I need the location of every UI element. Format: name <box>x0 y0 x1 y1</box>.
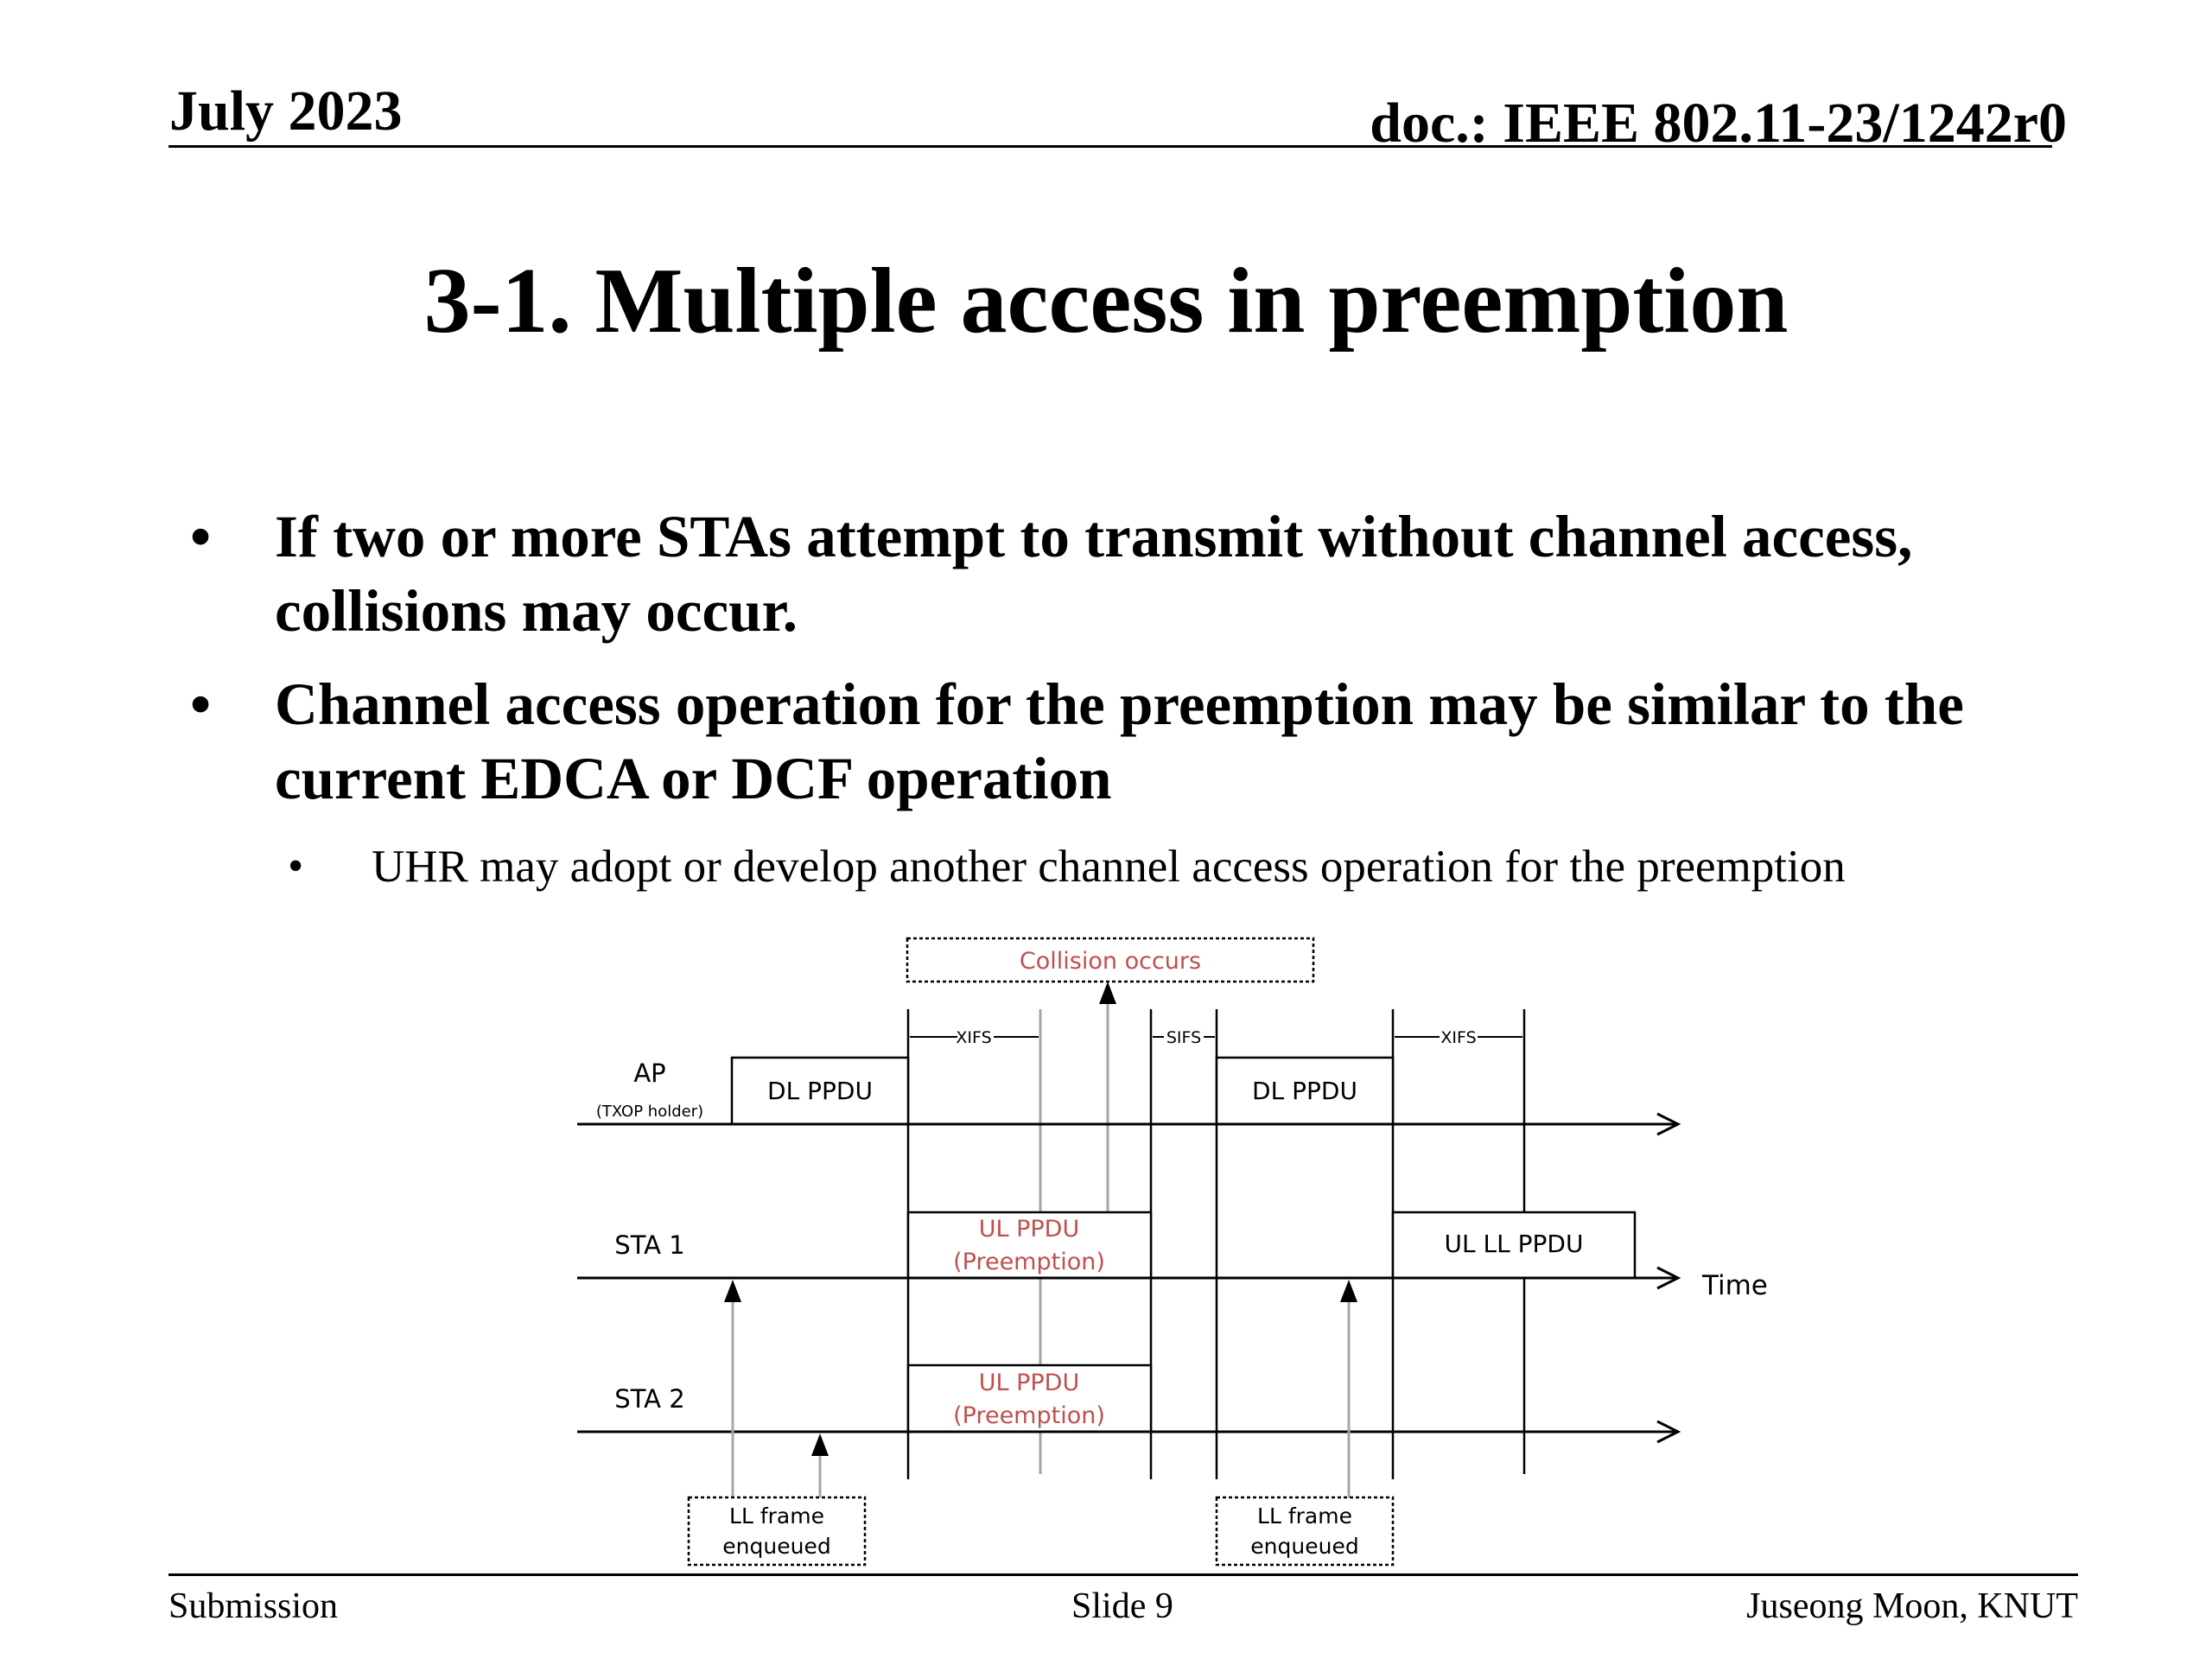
ul-ppdu-sta2-label: UL PPDU <box>979 1370 1080 1396</box>
xifs-label: XIFS <box>956 1028 991 1047</box>
slide-title: 3-1. Multiple access in preemption <box>423 250 1789 353</box>
ll-frame-sublabel: enqueued <box>1250 1534 1358 1559</box>
ap-label: AP <box>633 1058 665 1088</box>
sub-bullet-marker: • <box>288 842 304 891</box>
header-doc-id: doc.: IEEE 802.11-23/1242r0 <box>1370 92 2067 155</box>
bullet-text: If two or more STAs attempt to transmit … <box>275 504 1913 644</box>
ul-ll-ppdu-box <box>1391 1211 1637 1280</box>
header-rule <box>168 145 2052 148</box>
ul-ppdu-sta2-box <box>906 1363 1153 1433</box>
ap-sublabel: (TXOP holder) <box>596 1103 703 1121</box>
ll-frame-label: LL frame <box>729 1503 824 1529</box>
dl-ppdu-label: DL PPDU <box>767 1077 873 1105</box>
ll-frame-sublabel: enqueued <box>722 1534 830 1559</box>
ul-ppdu-sta1-label: UL PPDU <box>979 1216 1080 1243</box>
ul-ppdu-sta1-sublabel: (Preemption) <box>953 1249 1105 1275</box>
enqueue-arrow-head <box>724 1280 741 1302</box>
ul-ll-ppdu-label: UL LL PPDU <box>1445 1230 1584 1258</box>
footer-submission: Submission <box>168 1586 339 1626</box>
sta2-label: STA 2 <box>614 1384 684 1414</box>
bullet-marker: • <box>190 671 212 737</box>
enqueue-arrow-head <box>1340 1280 1357 1302</box>
sifs-label: SIFS <box>1166 1028 1201 1047</box>
collision-label: Collision occurs <box>1020 948 1201 975</box>
ll-frame-box <box>1215 1496 1395 1567</box>
sub-bullet-text: UHR may adopt or develop another channel… <box>372 842 1846 892</box>
xifs-label: XIFS <box>1440 1028 1476 1047</box>
ll-frame-label: LL frame <box>1257 1503 1352 1529</box>
ul-ppdu-sta1-box <box>906 1211 1153 1280</box>
ul-ppdu-sta2-sublabel: (Preemption) <box>953 1402 1105 1429</box>
time-label: Time <box>1701 1270 1768 1301</box>
footer-rule <box>168 1573 2078 1576</box>
dl-ppdu-box <box>730 1056 910 1126</box>
dl-ppdu-label: DL PPDU <box>1252 1077 1357 1105</box>
bullet-text: Channel access operation for the preempt… <box>275 671 1964 811</box>
sta1-label: STA 1 <box>614 1230 684 1260</box>
enqueue-arrow-head <box>811 1433 829 1456</box>
header-date: July 2023 <box>169 79 403 143</box>
dl-ppdu-box <box>1215 1056 1395 1126</box>
footer-slide-number: Slide 9 <box>1071 1586 1173 1626</box>
ll-frame-box <box>687 1496 867 1567</box>
collision-arrow-head <box>1099 982 1116 1004</box>
footer-author: Juseong Moon, KNUT <box>1746 1586 2078 1626</box>
bullet-marker: • <box>190 504 212 569</box>
collision-box <box>906 937 1315 983</box>
